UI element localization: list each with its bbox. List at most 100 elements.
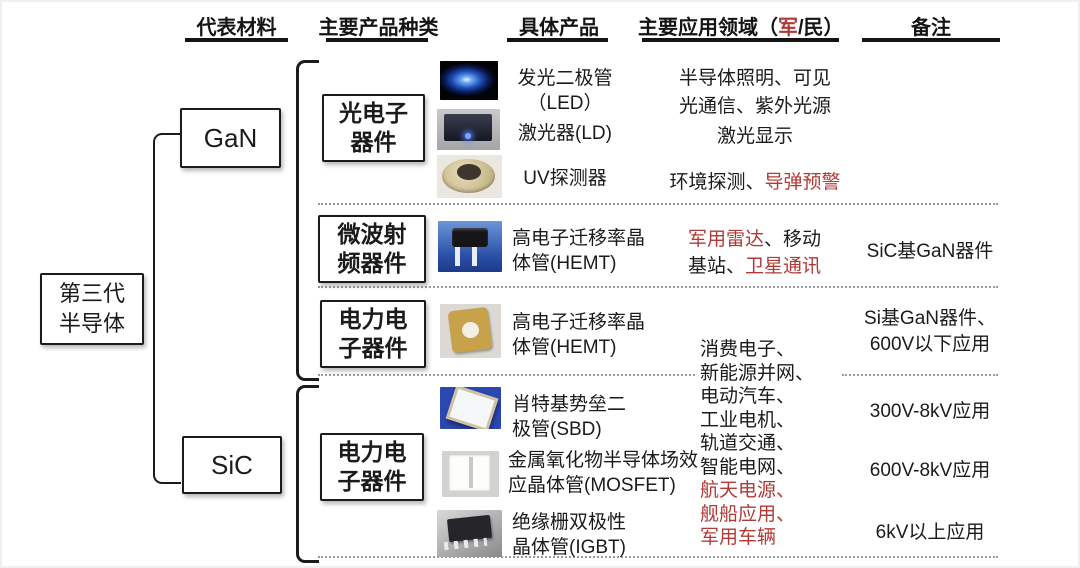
separator-dotted-4 [318, 556, 998, 558]
application-rf-civil-mobile: 、移动 [764, 229, 822, 250]
igbt-module-photo [437, 510, 502, 557]
application-led: 半导体照明、可见 光通信、紫外光源 [652, 65, 858, 121]
category-rf-line1: 微波射 [337, 220, 407, 247]
application-power-civil-rail: 轨道交通、 [700, 433, 796, 454]
product-led-line2: （LED） [527, 93, 603, 114]
header-underline-product-type [326, 38, 428, 42]
gan-bracket [296, 60, 319, 381]
product-label-hemt-power: 高电子迁移率晶 体管(HEMT) [512, 310, 687, 360]
application-ld: 激光显示 [716, 126, 793, 147]
category-power-gan-line2: 子器件 [338, 335, 408, 361]
column-header-application: 主要应用领域（军/民） [638, 11, 844, 40]
application-uv-civil: 环境探测、 [669, 172, 765, 193]
application-rf-military-satcom: 卫星通讯 [745, 256, 822, 277]
product-sbd-line1: 肖特基势垒二 [512, 394, 627, 415]
separator-dotted-3-right [842, 374, 998, 376]
application-hemt-rf: 军用雷达、移动 基站、卫星通讯 [688, 226, 863, 280]
category-opto-line2: 器件 [350, 129, 397, 155]
header-underline-notes [862, 38, 1000, 42]
product-label-uv: UV探测器 [500, 166, 630, 191]
product-label-ld: 激光器(LD) [495, 121, 635, 146]
column-header-product-type: 主要产品种类 [318, 17, 439, 39]
application-power-civil-smart-grid: 智能电网、 [700, 456, 796, 478]
application-led-line1: 半导体照明、可见 [678, 68, 831, 89]
led-photo [440, 61, 498, 100]
product-mosfet-line2: 应晶体管(MOSFET) [508, 475, 676, 496]
gold-power-package-photo [440, 304, 501, 358]
remark-igbt: 6kV以上应用 [875, 522, 985, 543]
category-power-gan-line1: 电力电 [338, 305, 408, 332]
category-opto-line1: 光电子 [339, 99, 408, 126]
application-uv-military: 导弹预警 [764, 172, 841, 193]
material-node-sic: SiC [182, 436, 282, 494]
application-power-military-naval: 舰船应用、 [700, 503, 796, 525]
application-power-military-aerospace: 航天电源、 [700, 480, 796, 501]
sic-bracket [296, 385, 319, 563]
product-uv-line1: UV探测器 [523, 168, 607, 189]
product-label-led: 发光二极管 （LED） [500, 66, 630, 116]
rf-transistor-photo [438, 221, 502, 272]
product-igbt-line1: 绝缘栅双极性 [512, 512, 627, 533]
remark-power-gan-line1: Si基GaN器件、 [864, 308, 996, 329]
product-label-mosfet: 金属氧化物半导体场效 应晶体管(MOSFET) [508, 448, 716, 498]
application-header-prefix: 主要应用领域（ [638, 17, 778, 39]
product-sbd-line2: 极管(SBD) [512, 419, 602, 440]
product-label-sbd: 肖特基势垒二 极管(SBD) [512, 392, 672, 442]
column-header-material: 代表材料 [196, 17, 277, 39]
header-underline-application [642, 38, 839, 42]
product-led-line1: 发光二极管 [517, 68, 613, 89]
application-power-civil-industrial-motor: 工业电机、 [700, 409, 796, 431]
category-power-sic-line2: 子器件 [337, 468, 407, 494]
application-rf-line1: 军用雷达、移动 [688, 226, 863, 253]
separator-dotted-1 [318, 203, 998, 205]
product-label-igbt: 绝缘栅双极性 晶体管(IGBT) [512, 510, 672, 560]
gan-label: GaN [203, 122, 258, 153]
application-header-military: 军 [778, 17, 798, 39]
application-power-civil-renewable-grid: 新能源并网、 [700, 362, 815, 384]
root-label-line2: 半导体 [58, 311, 125, 336]
application-power-military-vehicle: 军用车辆 [700, 527, 777, 548]
product-mosfet-line1: 金属氧化物半导体场效 [508, 450, 699, 471]
mosfet-die-photo [442, 451, 499, 497]
category-rf-line2: 频器件 [337, 250, 407, 276]
category-microwave-rf-devices: 微波射 频器件 [318, 215, 426, 283]
application-header-suffix: /民） [798, 17, 844, 39]
category-power-electronic-devices-gan: 电力电 子器件 [320, 300, 426, 368]
root-label-line1: 第三代 [58, 281, 125, 307]
application-rf-civil-basestation: 基站、 [688, 256, 746, 277]
material-node-gan: GaN [180, 108, 281, 168]
separator-dotted-3-left [318, 374, 695, 376]
product-label-hemt-rf: 高电子迁移率晶 体管(HEMT) [512, 226, 687, 276]
product-hemt-power-line2: 体管(HEMT) [512, 337, 617, 358]
category-power-electronic-devices-sic: 电力电 子器件 [320, 433, 424, 501]
application-uv: 环境探测、导弹预警 [645, 170, 865, 195]
remark-mosfet: 600V-8kV应用 [869, 460, 991, 481]
application-rf-line2: 基站、卫星通讯 [688, 253, 863, 280]
uv-detector-photo [437, 155, 502, 198]
column-header-product: 具体产品 [519, 17, 599, 39]
sbd-chip-photo [440, 387, 501, 429]
product-hemt-power-line1: 高电子迁移率晶 [512, 312, 646, 333]
product-ld-line1: 激光器(LD) [518, 123, 612, 144]
category-power-sic-line1: 电力电 [337, 438, 407, 465]
sic-label: SiC [211, 449, 253, 480]
category-optoelectronic-devices: 光电子 器件 [322, 94, 425, 162]
laser-device-photo [437, 109, 500, 150]
application-power-civil-ev: 电动汽车、 [700, 386, 796, 407]
application-led-line2: 光通信、紫外光源 [678, 96, 831, 117]
separator-dotted-2 [318, 286, 998, 288]
header-underline-material [185, 38, 288, 42]
remark-sbd: 300V-8kV应用 [869, 401, 991, 422]
application-power-civil-consumer: 消费电子、 [700, 339, 796, 360]
application-power-shared-list: 消费电子、 新能源并网、 电动汽车、 工业电机、 轨道交通、 智能电网、 航天电… [700, 338, 850, 550]
column-header-notes: 备注 [911, 17, 951, 39]
product-hemt-rf-line2: 体管(HEMT) [512, 253, 617, 274]
product-hemt-rf-line1: 高电子迁移率晶 [512, 228, 646, 249]
root-bracket [153, 133, 181, 484]
product-igbt-line2: 晶体管(IGBT) [512, 537, 626, 558]
remark-rf: SiC基GaN器件 [866, 241, 994, 262]
remark-power-gan: Si基GaN器件、 600V以下应用 [850, 306, 1010, 358]
header-underline-product [507, 38, 608, 42]
application-rf-military-radar: 军用雷达 [688, 229, 765, 250]
